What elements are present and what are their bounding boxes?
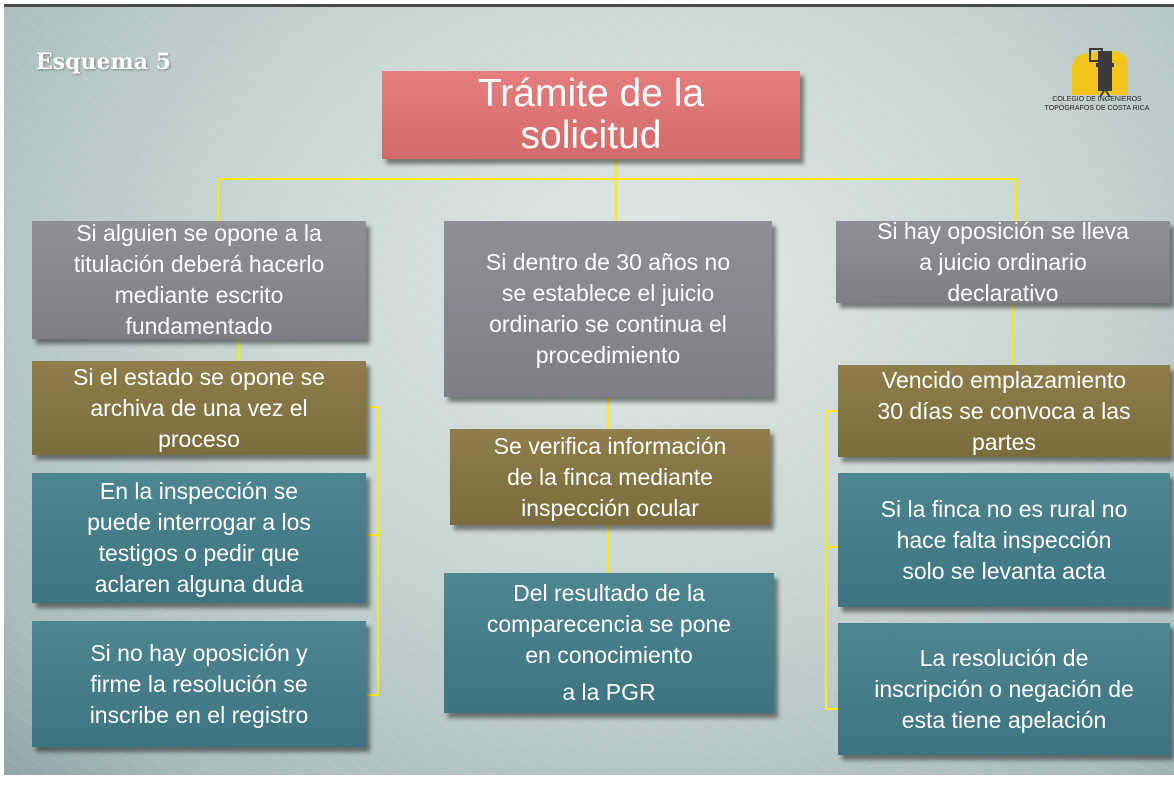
- node-line: 30 días se convoca a las: [877, 397, 1131, 424]
- left-node-2: Si el estado se opone se archiva de una …: [32, 361, 366, 455]
- node-line: inspección ocular: [521, 494, 699, 521]
- logo-line-2: TOPÓGRAFOS DE COSTA RICA: [1044, 105, 1150, 112]
- node-line: firme la resolución se: [90, 670, 308, 697]
- node-line: partes: [972, 428, 1036, 455]
- node-line: comparecencia se pone: [486, 611, 732, 637]
- slide-label: Esquema 5: [36, 49, 172, 75]
- node-line: inscribe en el registro: [89, 701, 309, 728]
- center-node-2: Se verifica información de la finca medi…: [450, 429, 770, 525]
- node-line: inscripción o negación de: [874, 675, 1134, 702]
- logo-line-1: COLEGIO DE INGENIEROS: [1052, 96, 1142, 103]
- root-line-1: Trámite de la: [477, 72, 705, 115]
- left-node-4: Si no hay oposición y firme la resolució…: [32, 621, 366, 747]
- right-node-1: Si hay oposición se lleva a juicio ordin…: [836, 218, 1170, 306]
- surveyor-instrument-icon: [1072, 48, 1128, 98]
- node-line: a la PGR: [562, 679, 656, 705]
- node-line: Si hay oposición se lleva: [877, 217, 1129, 244]
- node-line: solo se levanta acta: [902, 557, 1106, 584]
- left-node-3: En la inspección se puede interrogar a l…: [32, 473, 366, 603]
- node-line: Se verifica información: [493, 432, 727, 459]
- node-line: En la inspección se: [99, 478, 299, 504]
- slide-background: Esquema 5 COLEGIO DE INGENIEROS TOPÓGRAF…: [4, 4, 1174, 775]
- center-node-3: Del resultado de la comparecencia se pon…: [444, 573, 774, 713]
- node-line: Del resultado de la: [513, 580, 705, 606]
- node-line: Vencido emplazamiento: [881, 366, 1127, 393]
- node-line: puede interrogar a los: [87, 509, 311, 535]
- root-node: Trámite de la solicitud: [382, 71, 800, 159]
- right-node-4: La resolución de inscripción o negación …: [838, 623, 1170, 755]
- node-line: procedimiento: [535, 342, 681, 368]
- node-line: se establece el juicio: [501, 280, 715, 306]
- center-node-1: Si dentro de 30 años no se establece el …: [444, 221, 772, 397]
- logo-caption: COLEGIO DE INGENIEROS TOPÓGRAFOS DE COST…: [1032, 95, 1162, 113]
- node-line: testigos o pedir que: [98, 540, 300, 566]
- node-line: titulación deberá hacerlo: [73, 251, 325, 277]
- node-line: a juicio ordinario: [919, 248, 1087, 275]
- node-line: Si no hay oposición y: [90, 639, 308, 666]
- node-line: fundamentado: [125, 313, 273, 339]
- connector-lines: [217, 157, 1017, 710]
- node-line: Si dentro de 30 años no: [485, 249, 731, 275]
- node-line: Si alguien se opone a la: [76, 220, 322, 246]
- node-line: Si el estado se opone se: [73, 363, 325, 390]
- node-line: Si la finca no es rural no: [880, 495, 1128, 522]
- node-line: La resolución de: [919, 644, 1089, 671]
- college-logo: COLEGIO DE INGENIEROS TOPÓGRAFOS DE COST…: [1032, 47, 1162, 127]
- right-node-2: Vencido emplazamiento 30 días se convoca…: [838, 365, 1170, 457]
- node-line: declarativo: [947, 279, 1059, 306]
- node-line: archiva de una vez el: [90, 394, 308, 421]
- right-node-3: Si la finca no es rural no hace falta in…: [838, 473, 1170, 607]
- node-line: de la finca mediante: [507, 463, 713, 490]
- node-line: aclaren alguna duda: [94, 571, 304, 597]
- root-line-2: solicitud: [520, 114, 662, 157]
- node-line: ordinario se continua el: [489, 311, 727, 337]
- node-line: proceso: [158, 425, 240, 452]
- node-line: mediante escrito: [114, 282, 284, 308]
- node-line: en conocimiento: [525, 642, 693, 668]
- left-node-1: Si alguien se opone a la titulación debe…: [32, 220, 366, 339]
- node-line: hace falta inspección: [896, 526, 1112, 553]
- node-line: esta tiene apelación: [901, 706, 1107, 733]
